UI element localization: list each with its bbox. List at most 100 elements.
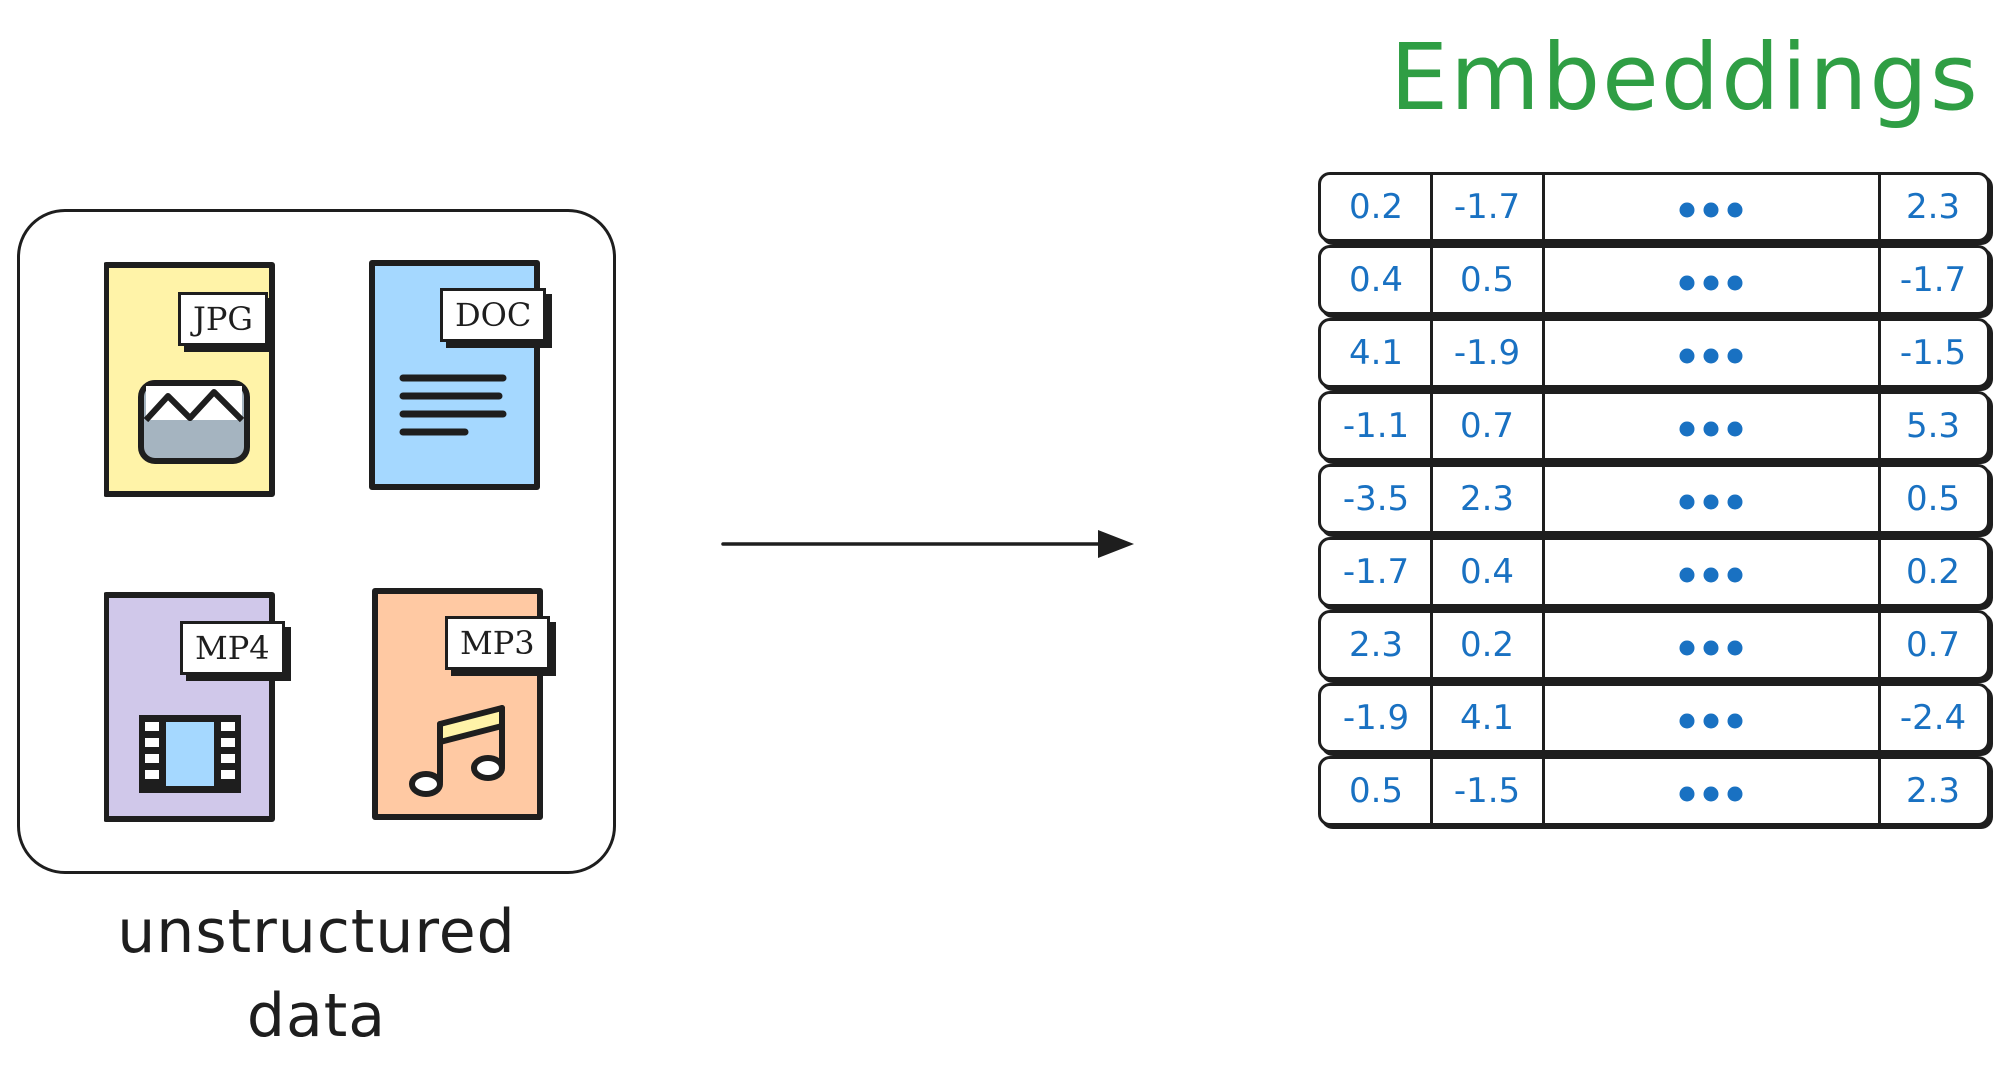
- column-divider: [1430, 613, 1433, 677]
- column-divider: [1430, 686, 1433, 750]
- ellipsis-icon: [1679, 348, 1743, 364]
- embedding-value-last: 2.3: [1905, 187, 1961, 227]
- music-note-icon: [404, 700, 512, 798]
- embedding-ellipsis-cell: [1543, 175, 1879, 239]
- embedding-value-second: -1.5: [1453, 771, 1521, 811]
- column-divider: [1542, 686, 1545, 750]
- embedding-ellipsis-cell: [1543, 248, 1879, 312]
- ellipsis-dot: [1679, 713, 1695, 729]
- column-divider: [1542, 175, 1545, 239]
- column-divider: [1878, 321, 1881, 385]
- embedding-value-second: 4.1: [1459, 698, 1515, 738]
- film-strip-icon: [136, 712, 244, 796]
- ellipsis-icon: [1679, 202, 1743, 218]
- embedding-value-second: 0.5: [1459, 260, 1515, 300]
- column-divider: [1542, 467, 1545, 531]
- embedding-value-first: 0.4: [1348, 260, 1404, 300]
- embedding-ellipsis-cell: [1543, 613, 1879, 677]
- embedding-value-second: 2.3: [1459, 479, 1515, 519]
- column-divider: [1430, 248, 1433, 312]
- ellipsis-icon: [1679, 713, 1743, 729]
- embedding-value-last: -1.7: [1899, 260, 1967, 300]
- ellipsis-dot: [1703, 567, 1719, 583]
- ellipsis-dot: [1703, 348, 1719, 364]
- ellipsis-dot: [1679, 275, 1695, 291]
- ellipsis-dot: [1679, 567, 1695, 583]
- ellipsis-dot: [1703, 202, 1719, 218]
- ellipsis-dot: [1679, 348, 1695, 364]
- ellipsis-dot: [1703, 786, 1719, 802]
- ellipsis-dot: [1679, 202, 1695, 218]
- embedding-value-second: 0.7: [1459, 406, 1515, 446]
- text-lines-icon: [399, 372, 509, 442]
- embedding-value-first: 0.2: [1348, 187, 1404, 227]
- column-divider: [1878, 686, 1881, 750]
- embedding-value-first: -1.1: [1342, 406, 1410, 446]
- ellipsis-dot: [1727, 567, 1743, 583]
- ellipsis-dot: [1727, 421, 1743, 437]
- embedding-ellipsis-cell: [1543, 321, 1879, 385]
- ellipsis-icon: [1679, 494, 1743, 510]
- image-icon: [138, 380, 250, 464]
- caption-line-2: data: [246, 981, 387, 1051]
- unstructured-data-caption: unstructured data: [17, 890, 616, 1058]
- embedding-value-first: -1.7: [1342, 552, 1410, 592]
- embedding-row: -1.9 4.1 -2.4: [1318, 683, 1990, 753]
- embedding-row: -1.7 0.4 0.2: [1318, 537, 1990, 607]
- column-divider: [1542, 394, 1545, 458]
- column-divider: [1430, 759, 1433, 823]
- column-divider: [1878, 540, 1881, 604]
- column-divider: [1878, 467, 1881, 531]
- embedding-row: 0.4 0.5 -1.7: [1318, 245, 1990, 315]
- column-divider: [1430, 467, 1433, 531]
- embedding-value-second: 0.4: [1459, 552, 1515, 592]
- ellipsis-dot: [1727, 494, 1743, 510]
- column-divider: [1878, 248, 1881, 312]
- embedding-value-last: -1.5: [1899, 333, 1967, 373]
- embedding-value-second: -1.7: [1453, 187, 1521, 227]
- embedding-ellipsis-cell: [1543, 540, 1879, 604]
- embedding-value-last: 2.3: [1905, 771, 1961, 811]
- ellipsis-dot: [1727, 202, 1743, 218]
- column-divider: [1878, 175, 1881, 239]
- ellipsis-dot: [1703, 421, 1719, 437]
- ellipsis-dot: [1679, 640, 1695, 656]
- column-divider: [1430, 175, 1433, 239]
- doc-file-label: DOC: [440, 288, 547, 342]
- column-divider: [1542, 759, 1545, 823]
- embedding-value-first: -3.5: [1342, 479, 1410, 519]
- embedding-value-first: -1.9: [1342, 698, 1410, 738]
- embedding-ellipsis-cell: [1543, 759, 1879, 823]
- embedding-value-last: 0.5: [1905, 479, 1961, 519]
- ellipsis-dot: [1679, 786, 1695, 802]
- ellipsis-dot: [1727, 713, 1743, 729]
- embedding-value-first: 2.3: [1348, 625, 1404, 665]
- embedding-ellipsis-cell: [1543, 686, 1879, 750]
- embedding-value-first: 0.5: [1348, 771, 1404, 811]
- column-divider: [1430, 540, 1433, 604]
- ellipsis-dot: [1679, 494, 1695, 510]
- column-divider: [1542, 613, 1545, 677]
- embedding-ellipsis-cell: [1543, 394, 1879, 458]
- embedding-value-last: 0.7: [1905, 625, 1961, 665]
- embedding-value-second: -1.9: [1453, 333, 1521, 373]
- embedding-value-last: -2.4: [1899, 698, 1967, 738]
- ellipsis-icon: [1679, 567, 1743, 583]
- mp3-file-label: MP3: [445, 616, 550, 670]
- column-divider: [1878, 613, 1881, 677]
- ellipsis-dot: [1727, 786, 1743, 802]
- ellipsis-dot: [1703, 494, 1719, 510]
- embedding-value-first: 4.1: [1348, 333, 1404, 373]
- embedding-value-last: 0.2: [1905, 552, 1961, 592]
- ellipsis-dot: [1703, 640, 1719, 656]
- ellipsis-dot: [1727, 640, 1743, 656]
- ellipsis-dot: [1703, 275, 1719, 291]
- column-divider: [1542, 321, 1545, 385]
- column-divider: [1430, 394, 1433, 458]
- unstructured-data-box: [17, 209, 616, 874]
- embedding-row: -3.5 2.3 0.5: [1318, 464, 1990, 534]
- embedding-row: 0.5 -1.5 2.3: [1318, 756, 1990, 826]
- embedding-ellipsis-cell: [1543, 467, 1879, 531]
